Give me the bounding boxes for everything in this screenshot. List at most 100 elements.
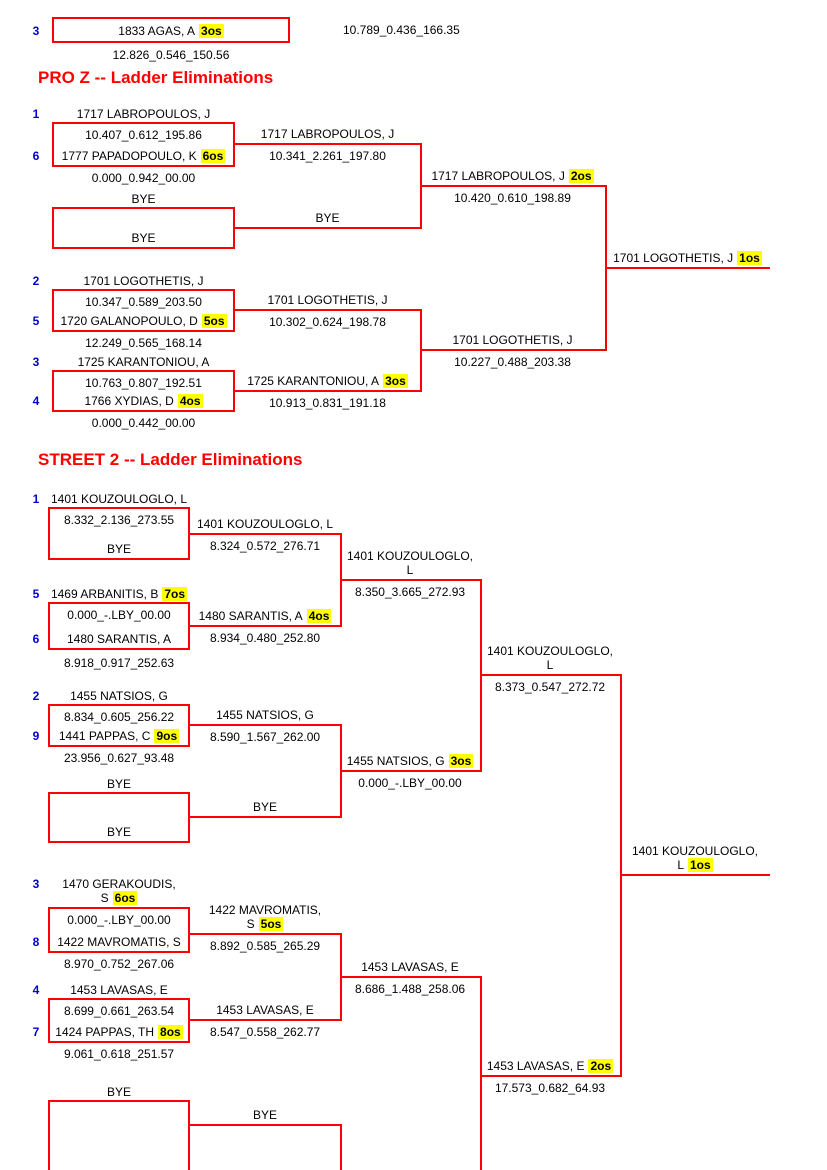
competitor-name: 1401 KOUZOULOGLO, L [196, 517, 334, 531]
position-badge: 5os [258, 917, 284, 931]
stats-value: 8.686_1.488_258.06 [354, 982, 466, 996]
stats-value: 10.347_0.589_203.50 [85, 295, 202, 309]
stats-value: 12.826_0.546_150.56 [112, 48, 230, 62]
bracket-pair-box [48, 792, 190, 843]
bracket-connector [340, 1124, 342, 1170]
stats-value: 8.834_0.605_256.22 [63, 710, 175, 724]
position-badge: 1os [737, 251, 762, 265]
bracket-line [420, 185, 605, 187]
position-badge: 9os [154, 729, 180, 743]
competitor-name-text: 1766 XYDIAS, D [84, 394, 174, 408]
stats-value: 0.000_0.942_00.00 [91, 171, 196, 185]
bracket-pair-box [48, 704, 190, 747]
stats-value: 10.302_0.624_198.78 [269, 315, 386, 329]
bye-label: BYE [106, 542, 131, 556]
bracket-line [190, 933, 340, 935]
competitor-name: 1717 LABROPOULOS, J [260, 127, 395, 141]
competitor-name: 1701 LOGOTHETIS, J [452, 333, 573, 347]
bracket-line [190, 1124, 340, 1126]
competitor-name-text: 1701 LOGOTHETIS, J [613, 251, 734, 265]
bye-label: BYE [106, 1085, 131, 1099]
competitor-name-text: 1453 LAVASAS, E [486, 1059, 585, 1073]
seed-number: 2 [32, 689, 40, 703]
competitor-name-text: 1441 PAPPAS, C [58, 729, 151, 743]
stats-value: 10.763_0.807_192.51 [85, 376, 202, 390]
position-badge: 3os [448, 754, 474, 768]
bracket-line [620, 874, 770, 876]
bracket-line [235, 309, 420, 311]
bracket-line [48, 1100, 190, 1102]
stats-value: 0.000_-.LBY_00.00 [67, 913, 171, 927]
bracket-connector [188, 1100, 190, 1170]
bracket-connector [48, 1100, 50, 1170]
position-badge: 7os [162, 587, 188, 601]
stats-value: 8.970_0.752_267.06 [63, 957, 175, 971]
position-badge: 4os [306, 609, 332, 623]
bye-label: BYE [252, 800, 277, 814]
stats-value: 9.061_0.618_251.57 [63, 1047, 175, 1061]
stats-value: 8.547_0.558_262.77 [209, 1025, 321, 1039]
bracket-line [190, 533, 340, 535]
position-badge: 5os [201, 314, 227, 328]
seed-number: 4 [32, 394, 40, 408]
position-badge: 2os [588, 1059, 614, 1073]
seed-number: 7 [32, 1025, 40, 1039]
bracket-line [190, 724, 340, 726]
seed-number: 1 [32, 492, 40, 506]
competitor-name-text: 1401 KOUZOULOGLO, L [631, 844, 759, 872]
competitor-name: 1401 KOUZOULOGLO, L [346, 549, 474, 577]
competitor-name-text: 1455 NATSIOS, G [346, 754, 445, 768]
stats-value: 10.341_2.261_197.80 [269, 149, 386, 163]
seed-number: 2 [32, 274, 40, 288]
competitor-name-text: 1777 PAPADOPOULO, K [61, 149, 197, 163]
bracket-pair-box [48, 507, 190, 560]
position-badge: 2os [568, 169, 594, 183]
stats-value: 12.249_0.565_168.14 [85, 336, 202, 350]
position-badge: 3os [383, 374, 408, 388]
seed-number: 3 [32, 355, 40, 369]
bracket-line [340, 770, 480, 772]
stats-value: 10.420_0.610_198.89 [454, 191, 571, 205]
bye-label: BYE [315, 211, 340, 225]
stats-value: 8.350_3.665_272.93 [354, 585, 466, 599]
stats-value: 8.918_0.917_252.63 [63, 656, 175, 670]
competitor-name-text: 1833 AGAS, A [118, 24, 196, 38]
bracket-pair-box [48, 907, 190, 953]
seed-number: 1 [32, 107, 40, 121]
seed-number: 4 [32, 983, 40, 997]
competitor-name: 1422 MAVROMATIS, S [57, 935, 181, 949]
bracket-pair-box [48, 602, 190, 650]
position-badge: 3os [199, 24, 224, 38]
competitor-name: 1401 KOUZOULOGLO, L [486, 644, 614, 672]
bye-label: BYE [131, 231, 156, 245]
competitor-name-text: 1424 PAPPAS, TH [55, 1025, 155, 1039]
bracket-line [340, 976, 480, 978]
bracket-line [190, 1019, 340, 1021]
bracket-line [190, 816, 340, 818]
stats-value: 8.324_0.572_276.71 [209, 539, 321, 553]
stats-value: 8.934_0.480_252.80 [209, 631, 321, 645]
competitor-name-text: 1725 KARANTONIOU, A [247, 374, 380, 388]
position-badge: 6os [112, 891, 138, 905]
competitor-name: 1453 LAVASAS, E [70, 983, 168, 997]
competitor-name-text: 1469 ARBANITIS, B [50, 587, 159, 601]
bracket-line [235, 143, 420, 145]
competitor-name-text: 1480 SARANTIS, A [198, 609, 303, 623]
bracket-pair-box [48, 998, 190, 1043]
bracket-pair-box [52, 289, 235, 332]
seed-number: 9 [32, 729, 40, 743]
position-badge: 4os [177, 394, 203, 408]
competitor-name-text: 1422 MAVROMATIS, S [208, 903, 322, 931]
